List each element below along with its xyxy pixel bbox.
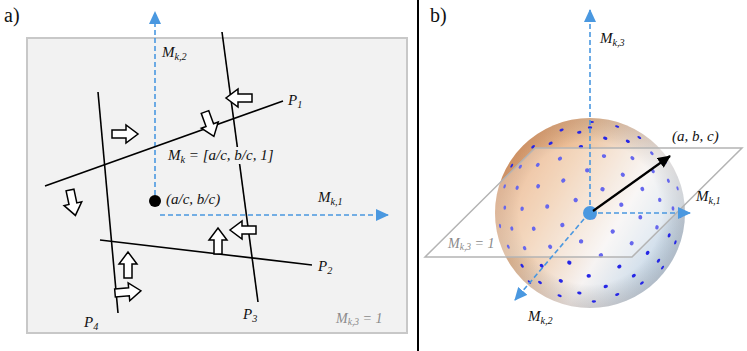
halfspace-arrow bbox=[226, 89, 252, 107]
sample-dot bbox=[577, 131, 582, 134]
sample-dot bbox=[615, 293, 620, 297]
axis-label: Mk,2 bbox=[162, 44, 187, 61]
halfspace-arrows bbox=[61, 89, 256, 302]
plane-label: Mk,3 = 1 bbox=[448, 236, 495, 251]
sample-dot bbox=[603, 284, 608, 288]
plane-rect bbox=[27, 38, 407, 333]
sample-dot bbox=[603, 136, 608, 140]
sample-dot bbox=[567, 260, 573, 265]
sample-dot bbox=[656, 258, 661, 263]
halfspace-arrow bbox=[197, 109, 223, 140]
sample-dot bbox=[637, 135, 642, 139]
halfspace-arrow bbox=[230, 221, 256, 239]
axis-label: Mk,3 bbox=[600, 30, 625, 47]
sample-dot bbox=[660, 265, 664, 270]
origin-dot bbox=[583, 206, 597, 220]
axis-label: Mk,1 bbox=[318, 189, 343, 206]
sample-dot bbox=[548, 141, 553, 146]
plane-parallelogram bbox=[425, 148, 742, 257]
axis-line bbox=[160, 214, 388, 216]
sample-dot bbox=[510, 163, 514, 168]
constraint-line bbox=[45, 101, 283, 186]
panel-letter: a) bbox=[4, 4, 20, 26]
sample-dot bbox=[577, 291, 582, 295]
sample-dot bbox=[639, 281, 644, 286]
constraint-line bbox=[222, 32, 258, 302]
sample-dot bbox=[520, 263, 525, 268]
sample-dot bbox=[557, 294, 562, 298]
axis-line bbox=[154, 12, 156, 195]
vector-label: (a, b, c) bbox=[672, 128, 719, 145]
sample-dot bbox=[667, 233, 671, 238]
axis-label: Mk,2 bbox=[528, 308, 553, 325]
sample-dot bbox=[587, 274, 591, 278]
halfspace-arrow bbox=[114, 282, 141, 302]
halfspace-arrow bbox=[209, 228, 227, 254]
line-label: P1 bbox=[288, 92, 302, 109]
sample-dot bbox=[631, 273, 636, 278]
sample-dot bbox=[558, 279, 563, 284]
panel-divider bbox=[417, 0, 419, 351]
axis-label: Mk,1 bbox=[696, 188, 721, 205]
vector-label: Mk = [a/c, b/c, 1] bbox=[166, 147, 275, 164]
axis-line bbox=[598, 212, 690, 214]
point-label: (a/c, b/c) bbox=[164, 191, 222, 208]
sample-dot bbox=[625, 139, 630, 144]
sample-dot bbox=[537, 280, 542, 285]
constraint-line bbox=[98, 92, 118, 313]
vector-arrow bbox=[593, 156, 670, 211]
sample-dot bbox=[679, 213, 681, 217]
halfspace-arrow bbox=[119, 252, 137, 278]
axis-line bbox=[589, 10, 591, 205]
line-label: P3 bbox=[243, 306, 257, 323]
line-label: P4 bbox=[84, 314, 98, 331]
plane-label: Mk,3 = 1 bbox=[336, 311, 383, 326]
sample-dot bbox=[645, 250, 650, 256]
panel-letter: b) bbox=[430, 4, 447, 26]
sample-dot bbox=[616, 264, 622, 269]
halfspace-arrow bbox=[112, 125, 138, 143]
sample-dot bbox=[674, 240, 677, 245]
sample-dot bbox=[559, 128, 564, 132]
sample-dot bbox=[592, 300, 596, 303]
halfspace-arrow bbox=[61, 188, 84, 217]
axis-line bbox=[515, 219, 584, 300]
point-dot bbox=[149, 195, 161, 207]
line-label: P2 bbox=[318, 258, 332, 275]
sample-dot bbox=[615, 125, 620, 128]
